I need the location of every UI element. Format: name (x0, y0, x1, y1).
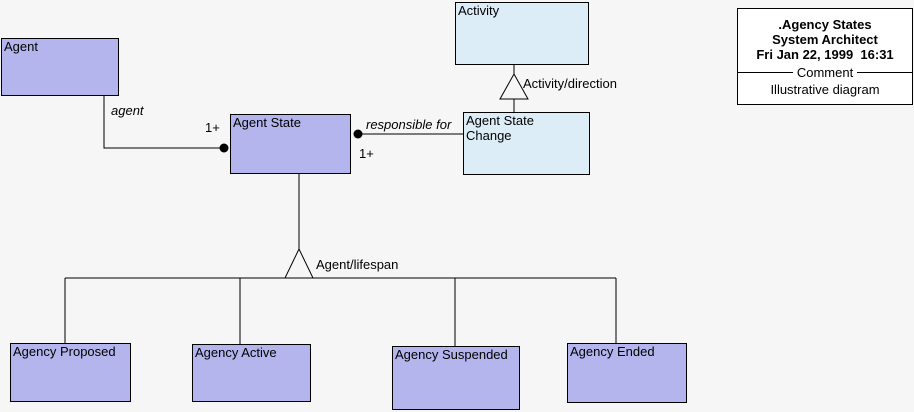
info-box-subtitle: System Architect (772, 32, 878, 47)
node-agent-state-change-label: Agent State Change (466, 113, 534, 143)
aggregation-dot-agent-state-right[interactable] (353, 129, 363, 139)
activity-direction-label: Activity/direction (523, 76, 617, 91)
node-agent[interactable]: Agent (1, 38, 119, 96)
node-agency-active-label: Agency Active (195, 345, 277, 360)
aggregation-dot-agent-state-left[interactable] (219, 143, 229, 153)
info-box-comment-text: Illustrative diagram (770, 82, 880, 97)
agent-role-label: agent (111, 103, 144, 118)
info-box-title: .Agency States (778, 17, 872, 32)
info-box-datetime: Fri Jan 22, 1999 16:31 (756, 47, 894, 62)
connector-agent-to-agent-state[interactable] (103, 96, 226, 149)
divider-rule-left (738, 72, 793, 73)
node-agency-ended-label: Agency Ended (570, 344, 655, 359)
diagram-info-box[interactable]: .Agency States System Architect Fri Jan … (737, 8, 913, 105)
node-agency-suspended[interactable]: Agency Suspended (392, 346, 520, 410)
node-agency-suspended-label: Agency Suspended (395, 347, 508, 362)
agent-lifespan-label: Agent/lifespan (316, 257, 399, 272)
node-agent-state-label: Agent State (233, 115, 301, 130)
node-agency-ended[interactable]: Agency Ended (567, 343, 687, 403)
responsible-multiplicity-label: 1+ (359, 146, 374, 161)
node-agency-active[interactable]: Agency Active (192, 344, 311, 402)
info-box-comment-label: Comment (796, 65, 854, 80)
triangle-agent-lifespan[interactable] (284, 247, 314, 279)
node-agency-proposed-label: Agency Proposed (13, 344, 116, 359)
info-box-comment-divider: Comment (738, 65, 913, 80)
node-activity-label: Activity (458, 3, 500, 18)
agent-multiplicity-label: 1+ (205, 120, 220, 135)
node-agent-state-change[interactable]: Agent State Change (463, 112, 590, 175)
node-agency-proposed[interactable]: Agency Proposed (10, 343, 131, 402)
node-agent-state[interactable]: Agent State (230, 114, 351, 174)
node-agent-label: Agent (4, 39, 38, 54)
responsible-for-label: responsible for (366, 117, 452, 132)
divider-rule-right (857, 72, 913, 73)
node-activity[interactable]: Activity (455, 2, 589, 65)
